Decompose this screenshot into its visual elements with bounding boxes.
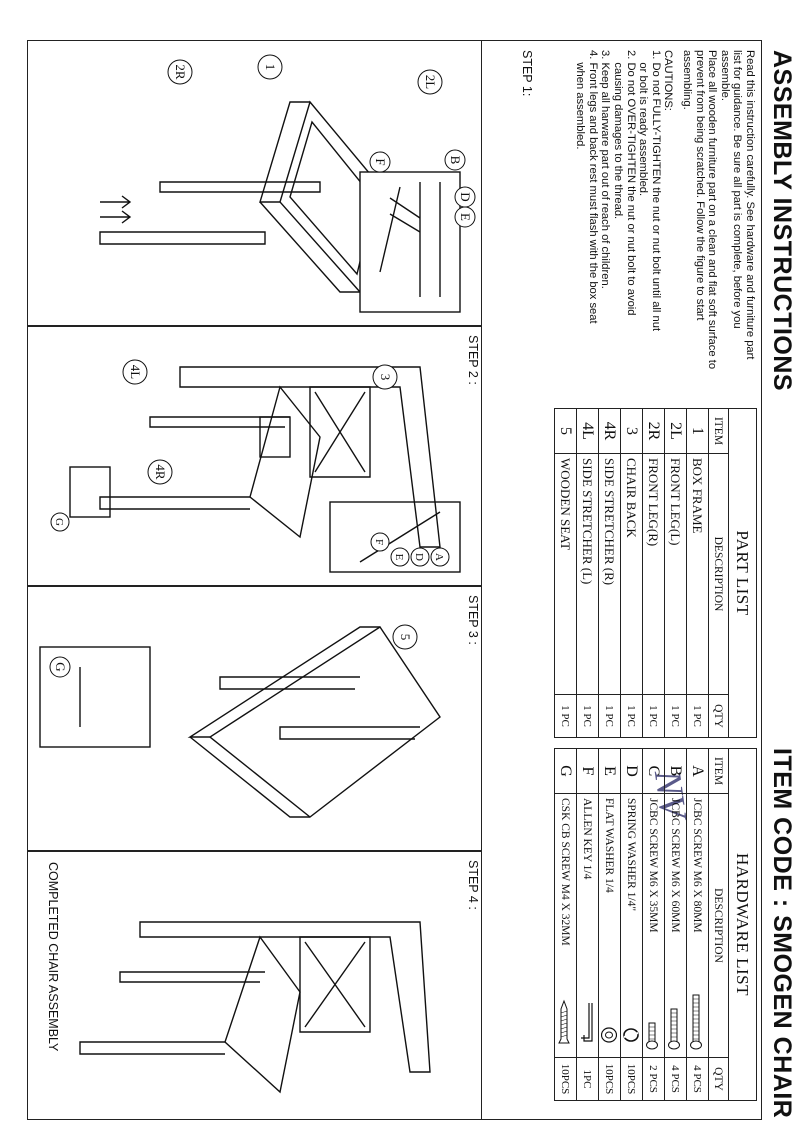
instructions-text: Read this instruction carefully. See har…: [574, 50, 756, 369]
step-2-drawing: 3 4L 4R A D E F G: [50, 359, 461, 573]
callout-d: D: [413, 553, 425, 561]
spring-washer-icon: [623, 1028, 639, 1042]
callout-f: F: [373, 539, 385, 545]
callout-f: F: [373, 158, 388, 165]
instruction-line: Read this instruction carefully. See har…: [744, 50, 756, 360]
caution-line: causing damages to the thread.: [612, 50, 625, 220]
page-title: ASSEMBLY INSTRUCTIONS: [768, 50, 796, 392]
item-code: ITEM CODE : SMOGEN CHAIR: [768, 748, 796, 1119]
table-row: A JCBC SCREW M6 X 80MM 4 PCS: [686, 748, 709, 1101]
caution-line: 2. Do not OVER-TIGHTEN the nut or nut bo…: [624, 50, 637, 316]
caution-line: 4. Front legs and back rest must flash w…: [586, 50, 599, 324]
callout-d: D: [458, 192, 473, 201]
table-row: C JCBC SCREW M6 X 35MM 2 PCS: [642, 748, 665, 1101]
instruction-line: assembling.: [681, 50, 694, 110]
caution-line: 1. Do not FULLY-TIGHTEN the nut or nut b…: [649, 50, 662, 332]
instruction-line: list for guidance. Be sure all part is c…: [731, 50, 744, 329]
short-bolt-icon: [646, 1022, 659, 1050]
table-row: D SPRING WASHER 1/4" 10PCS: [620, 748, 643, 1101]
allen-key-icon: [581, 1003, 594, 1042]
hardware-list-header-description: DESCRIPTION: [708, 793, 729, 1058]
step-3-drawing: 5 G: [39, 624, 441, 818]
table-row: B JCBC SCREW M6 X 60MM 4 PCS: [664, 748, 687, 1101]
long-bolt-icon: [690, 994, 703, 1050]
medium-bolt-icon: [668, 1008, 681, 1050]
callout-a: A: [433, 553, 445, 561]
hardware-list-title: HARDWARE LIST: [728, 748, 757, 1101]
cautions-title: CAUTIONS:: [662, 50, 675, 111]
callout-3: 3: [378, 374, 393, 381]
table-row: F ALLEN KEY 1/4 1PC: [576, 748, 599, 1101]
instruction-line: prevent from being scratched. Follow the…: [693, 50, 706, 321]
caution-line: 3. Keep all harware part out of reach of…: [599, 50, 612, 289]
hardware-list-header-item: ITEM: [708, 748, 729, 794]
table-row: G CSK CB SCREW M4 X 32MM 10PCS: [554, 748, 577, 1101]
flat-washer-icon: [601, 1027, 617, 1043]
caution-line: when assembled.: [574, 50, 587, 150]
callout-b: B: [448, 156, 463, 165]
part-list-header-item: ITEM: [708, 408, 729, 454]
callout-2l: 2L: [423, 75, 438, 90]
step-4-drawing: [79, 921, 431, 1094]
instruction-line: Place all wooden furniture part on a cle…: [706, 50, 719, 370]
caution-line: or bolt is ready assembled.: [637, 50, 650, 197]
part-list-header-qty: QTY: [708, 694, 729, 738]
step-1-label: STEP 1:: [520, 50, 534, 97]
wood-screw-icon: [558, 999, 571, 1044]
callout-1: 1: [263, 64, 278, 71]
part-list-title: PART LIST: [728, 408, 757, 738]
callout-5: 5: [398, 634, 413, 641]
callout-4l: 4L: [128, 365, 143, 380]
table-row: E FLAT WASHER 1/4 10PCS: [598, 748, 621, 1101]
hardware-list-header-qty: QTY: [708, 1057, 729, 1101]
step-1-drawing: 1 2L 2R B D E F: [99, 54, 476, 313]
completed-label: COMPLETED CHAIR ASSEMBLY: [46, 862, 60, 1052]
callout-e: E: [458, 213, 473, 221]
callout-g: G: [53, 662, 68, 671]
callout-4r: 4R: [153, 464, 168, 480]
instruction-line: assemble.: [718, 50, 731, 101]
callout-e: E: [393, 554, 405, 561]
hardware-list: HARDWARE LIST ITEM DESCRIPTION QTY A JCB…: [554, 748, 757, 1101]
callout-2r: 2R: [173, 64, 188, 80]
part-list-header-description: DESCRIPTION: [708, 453, 729, 695]
callout-g: G: [53, 518, 65, 526]
